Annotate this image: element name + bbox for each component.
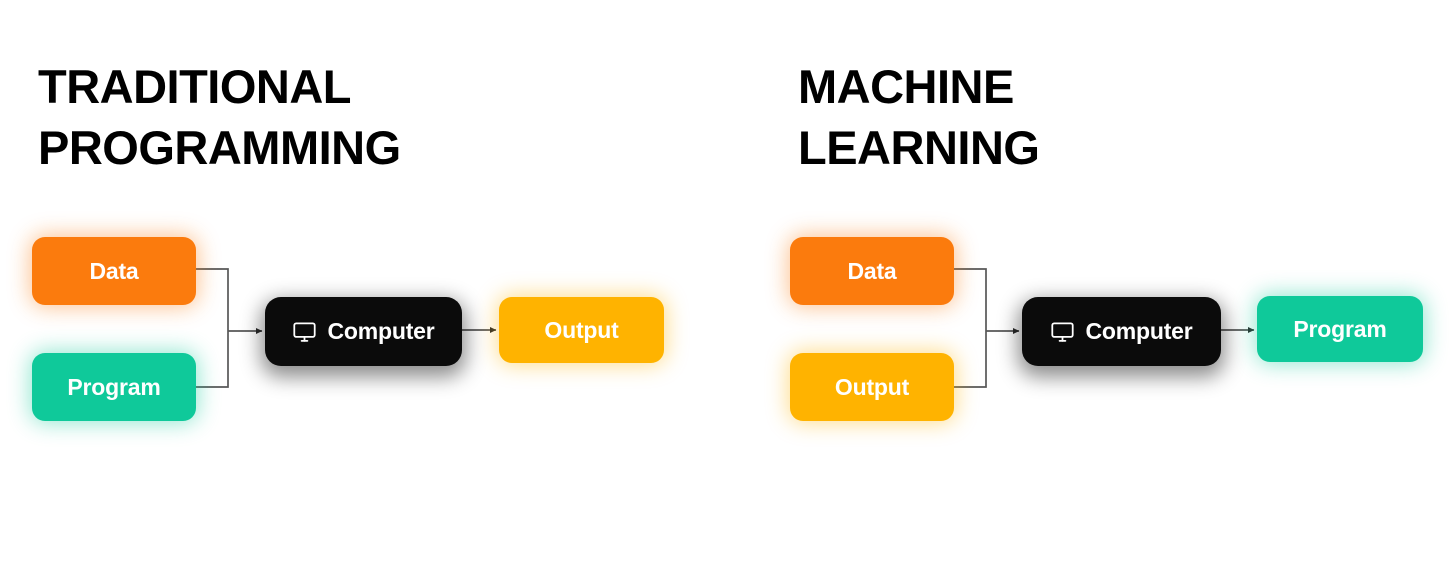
panel-traditional-programming: TRADITIONAL PROGRAMMING Data Program Com… (32, 60, 664, 421)
node-program-ml[interactable]: Program (1257, 296, 1423, 362)
node-label: Output (544, 316, 619, 343)
node-label: Output (834, 373, 910, 400)
page-title-traditional-programming: TRADITIONAL PROGRAMMING (38, 60, 401, 174)
page-title-machine-learning: MACHINE LEARNING (798, 60, 1040, 174)
node-output-ml[interactable]: Output (790, 353, 954, 421)
node-computer-traditional[interactable]: Computer (265, 297, 462, 366)
node-label: Program (1293, 315, 1387, 342)
node-label: Data (847, 257, 897, 284)
node-computer-ml[interactable]: Computer (1022, 297, 1221, 366)
node-label: Computer (327, 318, 435, 344)
node-label: Computer (1085, 318, 1193, 344)
node-data-traditional[interactable]: Data (32, 237, 196, 305)
node-data-ml[interactable]: Data (790, 237, 954, 305)
node-label: Program (67, 373, 161, 400)
monitor-icon (293, 322, 317, 342)
node-output-traditional[interactable]: Output (499, 297, 664, 363)
node-label: Data (89, 257, 139, 284)
node-program-traditional[interactable]: Program (32, 353, 196, 421)
monitor-icon (1051, 322, 1075, 342)
panel-machine-learning: MACHINE LEARNING (760, 0, 1456, 570)
